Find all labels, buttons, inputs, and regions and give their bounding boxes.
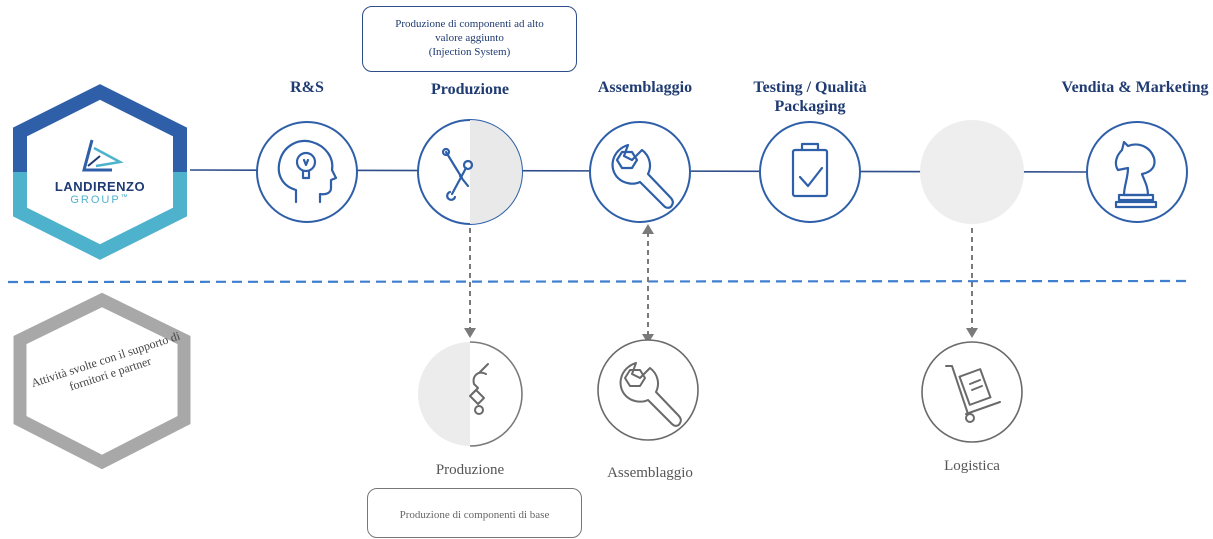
chess-knight-icon bbox=[1114, 140, 1158, 209]
note-high-value-components: Produzione di componenti ad alto valore … bbox=[362, 6, 577, 72]
brand-subname: GROUP™ bbox=[40, 194, 160, 206]
logistica-bottom-node bbox=[921, 341, 1023, 443]
note-top-line3: (Injection System) bbox=[428, 46, 511, 58]
brand-name: LANDIRENZO bbox=[54, 179, 146, 194]
separator-dashed-line bbox=[7, 279, 1191, 284]
rs-node bbox=[256, 121, 358, 223]
brand-group: GROUP bbox=[70, 194, 121, 206]
label-testing-line2: Packaging bbox=[774, 98, 846, 115]
connector-logistica bbox=[966, 228, 978, 338]
label-produzione-bottom: Produzione bbox=[435, 462, 505, 478]
produzione-node bbox=[417, 119, 523, 225]
label-testing: Testing / Qualità Packaging bbox=[740, 78, 880, 116]
brand-logo-icon bbox=[82, 139, 124, 172]
wrench-nut-icon bbox=[619, 362, 682, 427]
label-rs: R&S bbox=[290, 79, 324, 96]
tools-icon bbox=[441, 147, 474, 201]
label-vendita: Vendita & Marketing bbox=[1061, 79, 1209, 96]
head-lightbulb-icon bbox=[277, 139, 338, 204]
label-produzione: Produzione bbox=[431, 81, 509, 98]
assemblaggio-bottom-node bbox=[597, 339, 699, 441]
brand-tm: ™ bbox=[120, 194, 130, 201]
hand-truck-icon bbox=[945, 365, 1001, 423]
connector-assemblaggio bbox=[642, 224, 654, 344]
label-logistica-bottom: Logistica bbox=[944, 458, 1000, 474]
brand-hexagon bbox=[13, 84, 187, 260]
connector-produzione bbox=[464, 228, 476, 338]
note-top-line2: valore aggiunto bbox=[435, 32, 504, 44]
note-basic-components: Produzione di componenti di base bbox=[367, 488, 582, 538]
label-assemblaggio-bottom: Assemblaggio bbox=[607, 465, 693, 481]
label-assemblaggio: Assemblaggio bbox=[597, 79, 693, 96]
partner-hexagon bbox=[13, 292, 191, 470]
logistica-top-node bbox=[920, 120, 1024, 224]
label-testing-line1: Testing / Qualità bbox=[753, 79, 867, 96]
assemblaggio-node bbox=[589, 121, 691, 223]
wrench-icon bbox=[469, 363, 489, 415]
vendita-node bbox=[1086, 121, 1188, 223]
note-top-line1: Produzione di componenti ad alto bbox=[395, 18, 544, 30]
testing-node bbox=[759, 121, 861, 223]
clipboard-check-icon bbox=[791, 142, 829, 198]
wrench-nut-icon bbox=[611, 143, 674, 209]
produzione-bottom-node bbox=[418, 341, 523, 447]
